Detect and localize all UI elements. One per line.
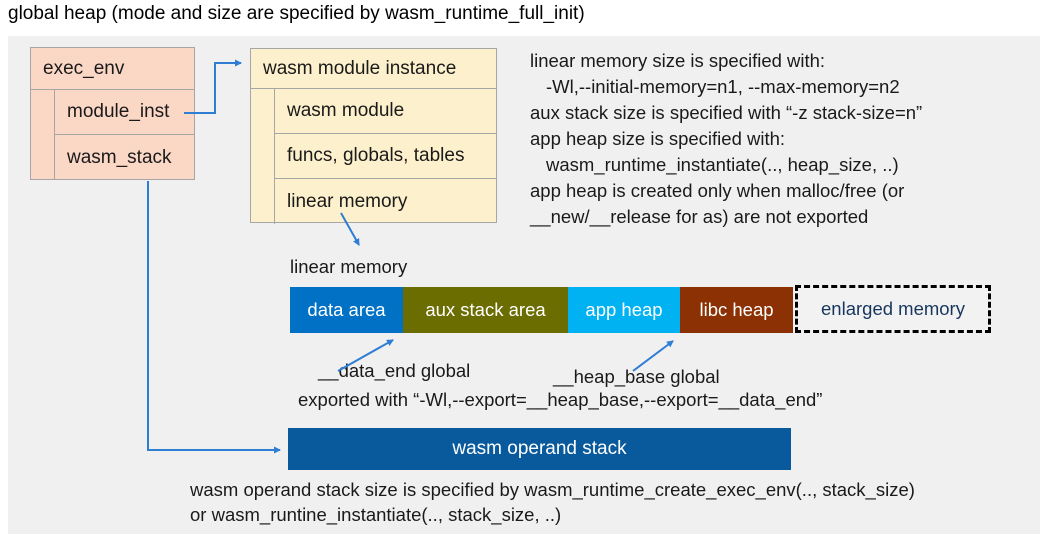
note-line: app heap is created only when malloc/fre…	[530, 180, 905, 201]
exported-with-label: exported with “-Wl,--export=__heap_base,…	[298, 389, 823, 410]
segment-data-area: data area	[290, 287, 403, 333]
exec-env-header: exec_env	[31, 48, 194, 90]
exec-env-gutter	[31, 90, 55, 180]
segment-enlarged-memory: enlarged memory	[795, 285, 991, 333]
data-end-global-label: __data_end global	[318, 360, 471, 381]
heap-base-global-label: __heap_base global	[553, 366, 720, 387]
module-instance-row-funcs-globals-tables: funcs, globals, tables	[275, 134, 496, 179]
module-instance-gutter	[251, 89, 275, 224]
note-line: linear memory size is specified with:	[530, 50, 826, 71]
segment-app-heap: app heap	[568, 287, 680, 333]
module-instance-box: wasm module instance wasm module funcs, …	[250, 48, 497, 224]
module-instance-row-linear-memory: linear memory	[287, 190, 408, 212]
segment-aux-stack-area: aux stack area	[403, 287, 568, 333]
segment-libc-heap: libc heap	[680, 287, 793, 333]
exec-env-row-wasm-stack: wasm_stack	[67, 146, 172, 168]
footer-line: or wasm_runtine_instantiate(.., stack_si…	[190, 504, 562, 525]
wasm-operand-stack-bar: wasm operand stack	[288, 428, 791, 470]
note-line: wasm_runtime_instantiate(.., heap_size, …	[546, 154, 899, 175]
size-notes-block: linear memory size is specified with: -W…	[530, 48, 1035, 230]
operand-stack-notes: wasm operand stack size is specified by …	[190, 477, 1040, 527]
note-line: -Wl,--initial-memory=n1, --max-memory=n2	[546, 76, 900, 97]
footer-line: wasm operand stack size is specified by …	[190, 479, 915, 500]
module-instance-header: wasm module instance	[251, 49, 496, 89]
module-instance-row-wasm-module: wasm module	[275, 89, 496, 134]
linear-memory-label: linear memory	[290, 256, 408, 277]
exec-env-row-module-inst: module_inst	[55, 90, 194, 135]
diagram-title: global heap (mode and size are specified…	[8, 3, 585, 24]
linear-memory-bar: data area aux stack area app heap libc h…	[290, 287, 793, 333]
exec-env-box: exec_env module_inst wasm_stack	[30, 47, 195, 180]
note-line: aux stack size is specified with “-z sta…	[530, 102, 923, 123]
note-line: __new/__release for as) are not exported	[530, 206, 869, 227]
note-line: app heap size is specified with:	[530, 128, 786, 149]
